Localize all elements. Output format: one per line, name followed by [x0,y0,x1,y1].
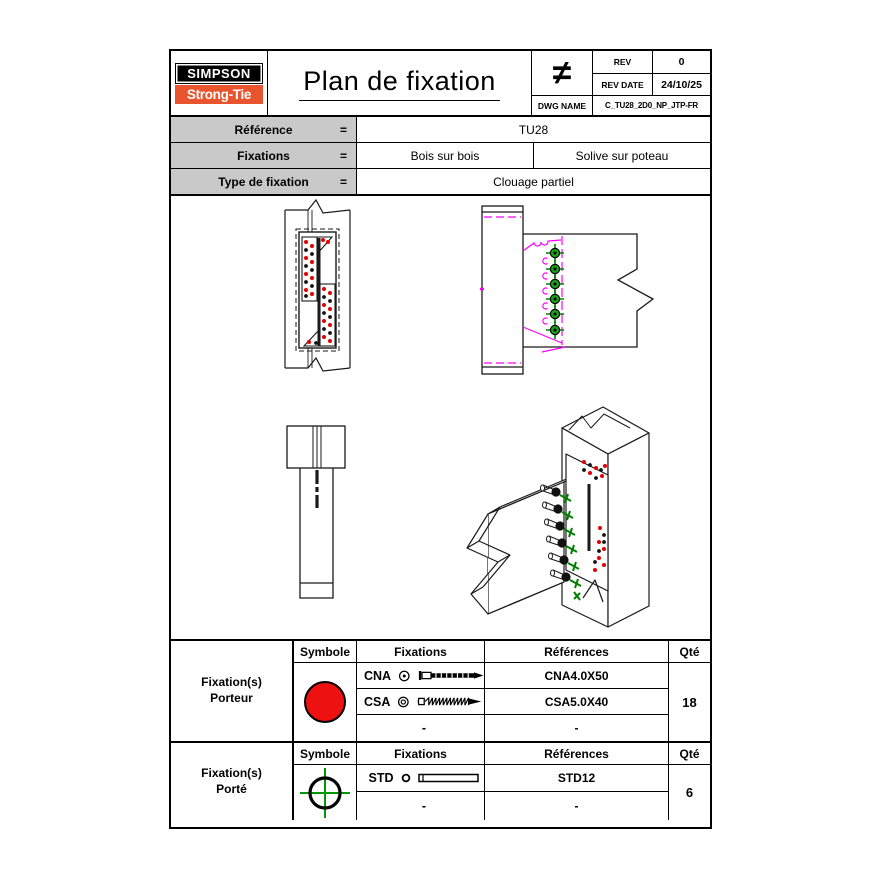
dwg-name-value: C_TU28_2D0_NP_JTP-FR [592,95,710,115]
porte-ref-empty: - [484,791,668,820]
porteur-header-symbole: Symbole [293,641,356,662]
side-view-hidden-connector-magenta [480,216,566,364]
dowel-icon [417,773,479,783]
porteur-qty: 18 [668,662,710,741]
not-equal-icon: ≠ [552,54,572,92]
porte-fixations-table: Fixation(s) Porté Symbole Fixations Réfé… [171,743,710,820]
reference-value: TU28 [518,122,549,137]
technical-drawings-svg [284,198,655,628]
dwg-name-label: DWG NAME [532,95,592,115]
rev-value: 0 [652,51,710,73]
info-table: Référence = TU28 Fixations = Bois sur bois… [171,117,710,196]
circle-dot-icon [399,670,410,681]
side-view-nail-symbols [546,244,564,339]
porte-symbol-cell [293,764,356,820]
circle-small-icon [401,773,410,783]
technical-drawings-area [171,196,710,641]
red-circle-symbol-icon [304,681,346,723]
porteur-header-references: Références [484,641,668,662]
info-row-type-fixation: Type de fixation = Clouage partiel [171,169,710,196]
top-view-drawing [286,425,346,599]
fixations-value-2: Solive sur poteau [533,143,710,168]
title-block: SIMPSON Strong-Tie Plan de fixation ≠ RE… [171,51,710,117]
info-row-fixations: Fixations = Bois sur bois Solive sur pote… [171,143,710,169]
porteur-ref-csa: CSA5.0X40 [484,688,668,714]
porteur-row-csa: CSA [356,688,484,714]
screw-icon [417,696,482,706]
porteur-symbol-cell [293,662,356,741]
document-title: Plan de fixation [268,51,531,115]
green-crosshair-symbol-icon [300,767,350,818]
type-fixation-label: Type de fixation [218,174,309,189]
logo-strongtie-text: Strong-Tie [175,84,263,104]
isometric-plate-dots-red [582,460,607,572]
reference-label: Référence [234,122,293,137]
porteur-header-fixations: Fixations [356,641,484,662]
isometric-view-drawing [466,406,650,628]
front-view-nail-dots-black [304,248,332,345]
equals-sign: = [339,174,347,189]
porteur-title: Fixation(s) Porteur [171,641,293,741]
info-row-reference: Référence = TU28 [171,117,710,143]
porteur-row-cna: CNA [356,662,484,688]
porte-row-empty: - [356,791,484,820]
type-fixation-value: Clouage partiel [493,174,574,189]
porte-header-references: Références [484,743,668,764]
simpson-strongtie-logo: SIMPSON Strong-Tie [171,51,268,115]
circle-double-icon [398,696,410,707]
equals-sign: = [339,122,347,137]
porte-header-fixations: Fixations [356,743,484,764]
fixation-plan-document: SIMPSON Strong-Tie Plan de fixation ≠ RE… [169,49,712,829]
porte-header-qte: Qté [668,743,710,764]
porte-header-symbole: Symbole [293,743,356,764]
porte-row-std: STD [356,764,484,791]
porteur-fixations-table: Fixation(s) Porteur Symbole Fixations Ré… [171,641,710,743]
front-view-drawing [284,198,351,372]
porte-title: Fixation(s) Porté [171,743,293,820]
fixations-label: Fixations [237,148,290,163]
nail-icon [418,671,484,680]
side-view-drawing [481,205,655,375]
equals-sign: = [339,148,347,163]
rev-date-value: 24/10/25 [652,73,710,95]
porteur-ref-empty: - [484,714,668,741]
revision-block: ≠ REV 0 REV DATE 24/10/25 DWG NAME C_TU2… [531,51,710,115]
isometric-nails [540,484,582,601]
porteur-ref-cna: CNA4.0X50 [484,662,668,688]
front-view-nail-dots-red [304,238,332,344]
rev-date-label: REV DATE [592,73,652,95]
logo-simpson-text: SIMPSON [175,62,263,84]
porte-qty: 6 [668,764,710,820]
fixations-value-1: Bois sur bois [410,148,480,163]
porteur-header-qte: Qté [668,641,710,662]
page-title: Plan de fixation [299,66,500,101]
porte-ref-std: STD12 [484,764,668,791]
porteur-row-empty: - [356,714,484,741]
rev-label: REV [592,51,652,73]
isometric-plate-dots-black [582,463,606,564]
